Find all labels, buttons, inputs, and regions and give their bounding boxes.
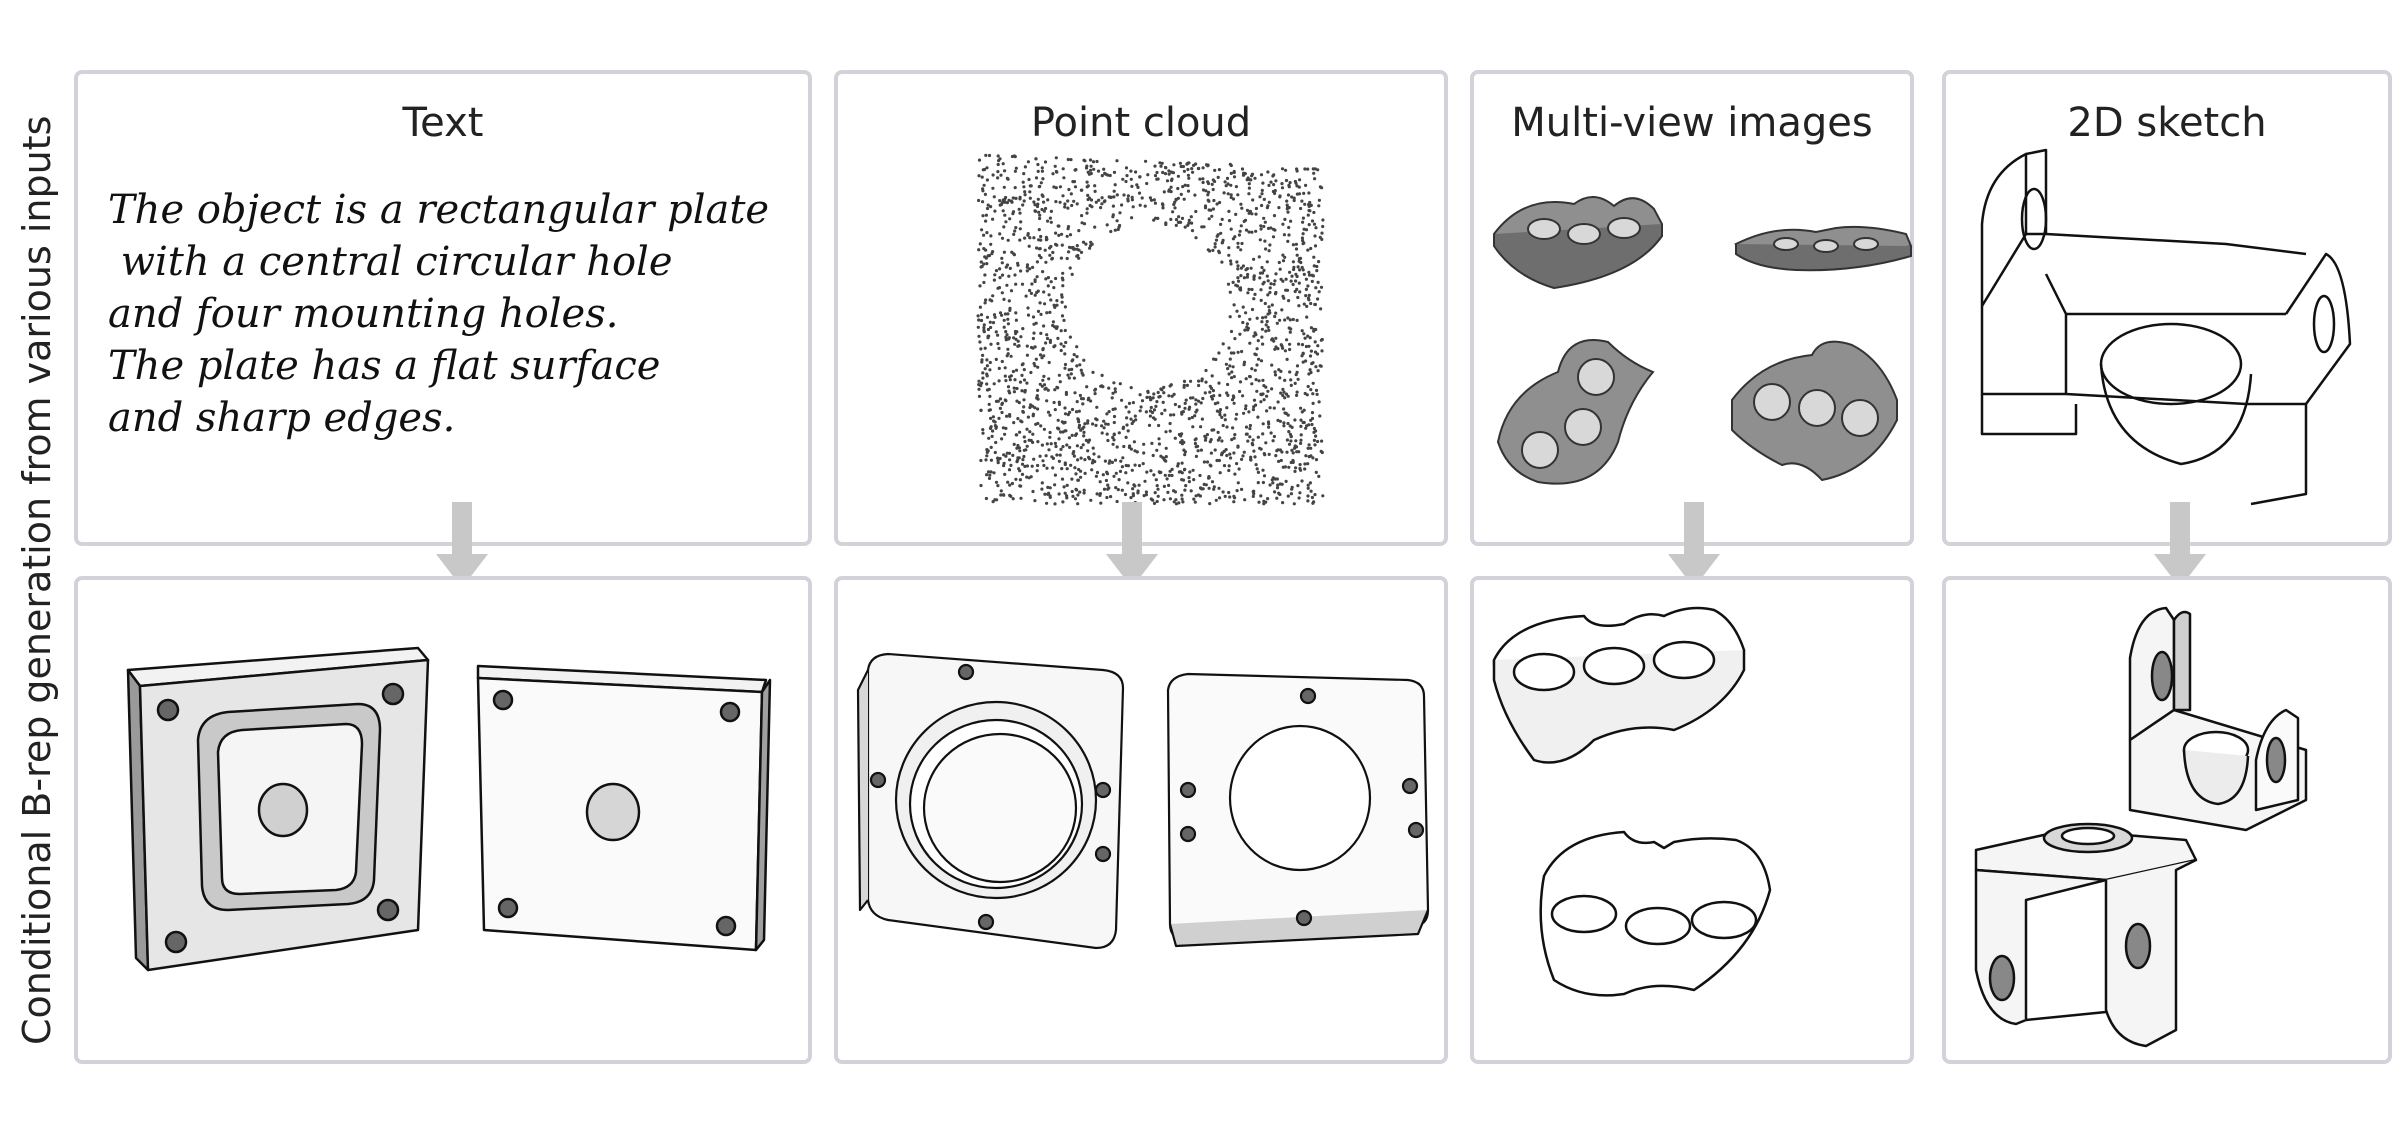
prompt-line-2: with a central circular hole (108, 239, 673, 285)
text-output-models (126, 646, 772, 972)
sketch-output-models (1974, 606, 2308, 1048)
side-label: Conditional B-rep generation from variou… (15, 116, 59, 1045)
output-panel-point-cloud (834, 576, 1448, 1064)
square-plate-with-hole (1166, 672, 1430, 948)
input-panel-point-cloud: Point cloud (834, 70, 1448, 546)
bracket-model-2 (1974, 822, 2198, 1048)
plate-with-pocket (126, 646, 430, 972)
flange-plate (856, 652, 1125, 950)
view-3 (1496, 339, 1655, 485)
arrow-down-text (436, 502, 488, 588)
multi-view-output-models (1492, 606, 1772, 997)
bracket-model-1 (2128, 606, 2308, 832)
arrow-down-point-cloud (1106, 502, 1158, 588)
prompt-line-5: and sharp edges. (108, 395, 456, 441)
spinner-model-2 (1539, 830, 1772, 997)
spinner-model-1 (1492, 606, 1746, 764)
plate-with-center-hole (476, 664, 772, 952)
view-1 (1492, 196, 1664, 290)
panel-title-multi-view: Multi-view images (1511, 100, 1873, 146)
input-panel-2d-sketch: 2D sketch (1942, 70, 2392, 546)
panel-title-text: Text (402, 100, 484, 146)
output-panel-text (74, 576, 812, 1064)
arrow-down-multi-view (1668, 502, 1720, 588)
point-cloud-dots (976, 153, 1325, 506)
arrow-down-2d-sketch (2154, 502, 2206, 588)
view-4 (1731, 340, 1898, 482)
prompt-line-1: The object is a rectangular plate (108, 187, 770, 233)
point-cloud-output-models (856, 652, 1430, 950)
point-cloud-illustration (976, 153, 1325, 506)
panel-title-point-cloud: Point cloud (1030, 100, 1252, 146)
output-panel-2d-sketch (1942, 576, 2392, 1064)
prompt-line-3: and four mounting holes. (108, 291, 619, 337)
text-prompt: The object is a rectangular plate with a… (108, 184, 769, 444)
output-panel-multi-view (1470, 576, 1914, 1064)
panel-title-2d-sketch: 2D sketch (2067, 100, 2267, 146)
view-2 (1734, 225, 1913, 272)
input-panel-text: Text The object is a rectangular plate w… (74, 70, 812, 546)
input-panel-multi-view: Multi-view images (1470, 70, 1914, 546)
prompt-line-4: The plate has a flat surface (108, 343, 661, 389)
multi-view-illustration (1492, 196, 1913, 485)
sketch-illustration (1980, 148, 2352, 506)
